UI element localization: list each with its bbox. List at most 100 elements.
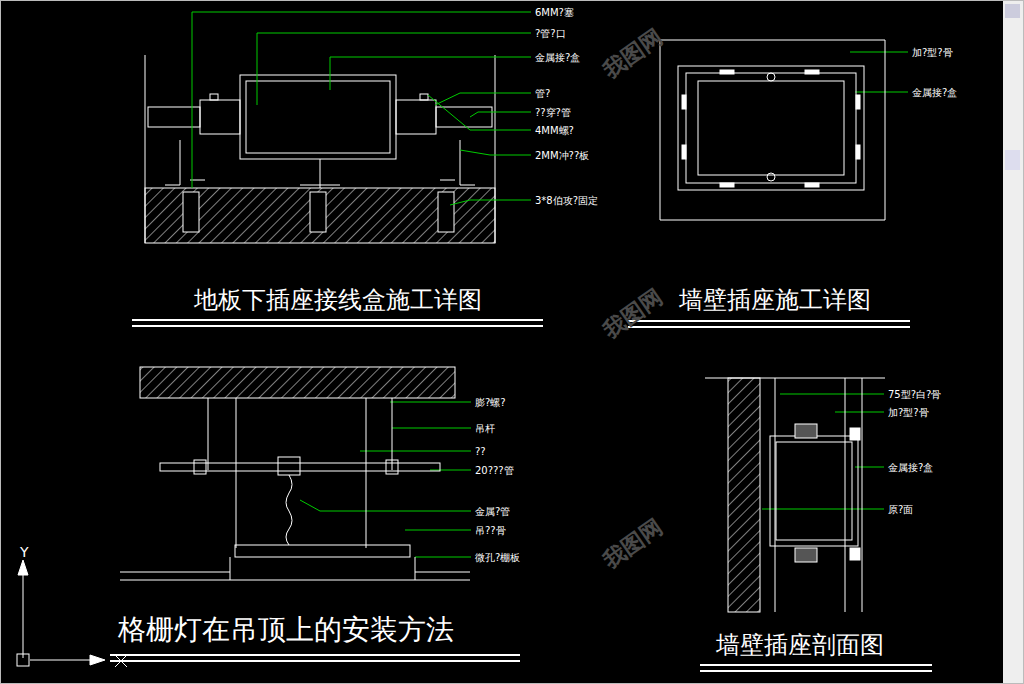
grid-light-detail-part xyxy=(120,580,470,581)
watermark: 我图网 xyxy=(597,23,668,85)
wall-socket-detail-part-part xyxy=(805,183,819,187)
callout-label: 3*8伯攻?固定 xyxy=(535,195,598,206)
wall-socket-detail-part xyxy=(767,173,775,181)
socket-section-detail-part xyxy=(775,378,776,612)
callout-label: 4MM螺? xyxy=(535,125,574,136)
callout-label: 原?面 xyxy=(888,504,913,515)
wall-socket-detail-part-part xyxy=(720,183,734,187)
socket-section-detail-part xyxy=(850,428,860,440)
wall-socket-detail-part xyxy=(660,220,885,221)
wall-socket-detail-part-part xyxy=(805,70,819,74)
wall-socket-detail-part xyxy=(660,40,661,220)
grid-light-detail-part xyxy=(386,460,398,474)
ucs-icon-part xyxy=(17,654,29,666)
socket-section-detail-part xyxy=(776,442,852,540)
grid-light-detail-part xyxy=(120,572,230,573)
callout-label: 20???管 xyxy=(475,465,514,476)
leader-lines-part xyxy=(435,93,531,105)
callout-label: 75型?白?骨 xyxy=(888,389,941,400)
leader-lines-part xyxy=(855,467,884,468)
leader-lines-part xyxy=(460,150,531,155)
callout-label: 微孔?棚板 xyxy=(475,552,520,563)
grid-light-detail xyxy=(120,367,470,580)
callout-label: 6MM?塞 xyxy=(535,7,574,18)
leader-lines-part xyxy=(762,509,884,510)
leader-lines-part xyxy=(850,52,908,53)
floor-box-detail-part xyxy=(320,159,321,188)
floor-box-detail-part xyxy=(436,107,492,127)
grid-light-detail-part xyxy=(236,398,237,548)
leader-lines-part xyxy=(330,57,531,90)
title-underlines-part xyxy=(628,326,910,328)
floor-box-detail-part xyxy=(240,75,396,159)
wall-socket-detail-part xyxy=(678,66,864,190)
floor-box-detail-part xyxy=(300,185,340,186)
title-underlines-part xyxy=(700,664,932,666)
callout-label: ??穿?管 xyxy=(535,107,571,118)
grid-light-detail-part xyxy=(230,557,231,580)
ucs-icon-part xyxy=(115,655,127,667)
floor-box-detail-part xyxy=(396,100,436,134)
view-title: 地板下插座接线盒施工详图 xyxy=(194,287,482,313)
callout-label: 金属接?盒 xyxy=(912,87,957,98)
leader-lines-part xyxy=(835,412,884,413)
wall-socket-detail-part-part xyxy=(682,95,686,109)
callout-label: ?管?口 xyxy=(535,28,566,39)
watermark: 我图网 xyxy=(597,513,668,575)
wall-socket-detail-part xyxy=(767,73,775,81)
window-frame-part xyxy=(1003,1,1023,683)
leader-lines-part xyxy=(300,500,471,511)
title-underlines-part xyxy=(110,654,520,656)
leader-lines-part xyxy=(392,428,471,429)
ucs-icon-part xyxy=(23,568,24,658)
window-frame-part xyxy=(1005,4,1020,18)
leader-lines-part xyxy=(430,470,471,471)
floor-box-detail-part xyxy=(246,81,390,153)
wall-socket-detail-part-part xyxy=(856,95,860,109)
callout-label: 金属接?盒 xyxy=(535,52,580,63)
view-title: 墙壁插座剖面图 xyxy=(716,632,884,658)
ucs-icon-part xyxy=(115,655,127,667)
floor-box-detail-part xyxy=(440,180,455,181)
callout-label: 吊杆 xyxy=(475,423,495,434)
ucs-icon-part xyxy=(30,660,95,661)
wall-socket-detail-part xyxy=(686,73,856,183)
wall-socket-detail-part xyxy=(698,81,844,175)
socket-section-detail-part xyxy=(705,378,885,379)
grid-light-detail-part xyxy=(140,367,455,398)
grid-light-detail-part xyxy=(278,457,300,475)
leader-lines-part xyxy=(428,95,531,130)
leader-lines xyxy=(192,12,908,557)
grid-light-detail-part xyxy=(366,398,367,548)
socket-section-detail-part xyxy=(770,436,858,546)
callout-label: 吊??骨 xyxy=(475,525,506,536)
socket-section-detail-part xyxy=(795,424,817,438)
grid-light-detail-part xyxy=(194,460,206,474)
ucs-icon-part xyxy=(18,560,28,575)
leader-lines-part xyxy=(360,451,471,452)
callout-label: Y xyxy=(20,545,29,560)
title-underlines-part xyxy=(700,670,932,672)
callout-label: 2MM冲??板 xyxy=(535,150,589,161)
grid-light-detail-part xyxy=(208,398,209,470)
floor-box-detail-part xyxy=(310,192,326,232)
view-title: 格栅灯在吊顶上的安装方法 xyxy=(118,615,454,646)
wall-socket-detail-part-part xyxy=(856,145,860,159)
ucs-icon xyxy=(17,560,127,667)
socket-section-detail-part xyxy=(850,548,860,560)
leader-lines-part xyxy=(390,402,471,403)
floor-box-detail-part xyxy=(200,100,240,134)
callout-label: 加?型?骨 xyxy=(888,407,929,418)
grid-light-detail-part xyxy=(392,398,393,470)
title-underlines-part xyxy=(132,319,543,321)
leader-lines-part xyxy=(855,92,908,93)
wall-socket-detail-part xyxy=(885,40,886,220)
socket-section-detail-part xyxy=(795,548,817,562)
floor-box-detail-part xyxy=(165,140,180,185)
title-underlines-part xyxy=(628,320,910,322)
callout-label: 加?型?骨 xyxy=(912,47,953,58)
